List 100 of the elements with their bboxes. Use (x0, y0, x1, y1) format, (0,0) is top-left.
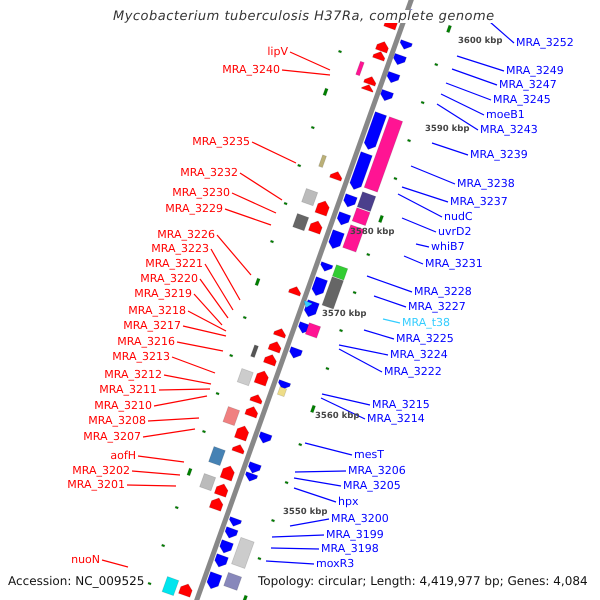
gene-label: MRA_3247 (499, 78, 557, 91)
scale-label: 3550 kbp (283, 506, 328, 519)
leader-line (210, 248, 241, 300)
leader-line (142, 428, 196, 438)
leader-line (204, 264, 234, 310)
leader-line (294, 477, 342, 487)
gene-label: MRA_3220 (140, 272, 198, 285)
gene-label: MRA_3230 (172, 186, 230, 199)
leader-line (436, 104, 478, 130)
gene-label: nuoN (71, 553, 100, 566)
leader-line (338, 344, 388, 356)
gene-label: MRA_3240 (222, 63, 280, 76)
gene-label: MRA_3216 (117, 335, 175, 348)
leader-line (440, 93, 484, 116)
leader-line (446, 82, 492, 101)
gene-label: MRA_3229 (165, 202, 223, 215)
gene-label: mesT (354, 448, 384, 461)
leader-line (200, 278, 228, 318)
gene-label: MRA_3224 (390, 348, 448, 361)
gene-label: MRA_3231 (425, 257, 483, 270)
scale-label: 3570 kbp (322, 308, 366, 321)
leader-line (404, 255, 424, 265)
leader-line (382, 318, 400, 324)
gene-label: MRA_3223 (151, 242, 209, 255)
gene-label: MRA_3212 (104, 368, 162, 381)
leader-line (102, 559, 128, 568)
leader-line (216, 234, 252, 276)
gene-label: MRA_3237 (450, 195, 508, 208)
leader-line (132, 470, 180, 476)
gene-label: MRA_3238 (457, 177, 515, 190)
scale-label: 3590 kbp (425, 123, 470, 136)
gene-label: whiB7 (431, 240, 465, 253)
leader-line (138, 455, 184, 463)
leader-line (290, 51, 330, 71)
leader-line (252, 141, 296, 164)
scale-label: 3560 kbp (315, 410, 360, 423)
gene-label: MRA_3243 (480, 123, 538, 136)
gene-label: MRA_3232 (180, 166, 238, 179)
scale-label: 3600 kbp (458, 35, 502, 48)
gene-label: MRA_3226 (157, 228, 215, 241)
gene-label: MRA_3222 (384, 365, 442, 378)
gene-label: MRA_3198 (321, 542, 379, 555)
info-text: Topology: circular; Length: 4,419,977 bp; Genes: 4,084 (258, 575, 588, 588)
gene-label: MRA_3225 (396, 332, 454, 345)
leader-line (402, 186, 448, 203)
gene-label: MRA_3207 (83, 430, 141, 443)
gene-label: MRA_3201 (67, 478, 125, 491)
gene-label: MRA_3217 (123, 319, 181, 332)
leader-line (240, 172, 282, 200)
gene-label: MRA_3235 (192, 135, 250, 148)
leader-line (320, 397, 366, 420)
leader-line (490, 22, 514, 44)
gene-label: MRA_3213 (112, 350, 170, 363)
leader-line (410, 165, 456, 185)
gene-label: aofH (110, 449, 136, 462)
leader-line (322, 393, 370, 406)
leader-line (266, 560, 314, 565)
gene-label: lipV (267, 45, 288, 58)
leader-line (182, 325, 226, 337)
leader-line (282, 69, 330, 76)
leader-line (194, 294, 222, 326)
gene-label: MRA_3199 (326, 528, 384, 541)
leader-line (188, 310, 226, 332)
leader-line (374, 295, 406, 308)
gene-label: MRA_3215 (372, 398, 430, 411)
gene-label: MRA_3252 (516, 36, 574, 49)
leader-line (452, 68, 498, 86)
leader-line (172, 356, 216, 374)
leader-line (304, 442, 352, 456)
gene-label: MRA_3221 (145, 257, 203, 270)
gene-label: MRA_3219 (134, 287, 192, 300)
leader-line (232, 192, 276, 214)
leader-line (364, 329, 394, 340)
gene-label: MRA_3239 (470, 148, 528, 161)
gene-label: MRA_3218 (128, 304, 186, 317)
gene-label: moxR3 (316, 557, 354, 570)
leader-line (224, 208, 272, 226)
gene-label: uvrD2 (438, 225, 472, 238)
leader-line (456, 55, 504, 72)
gene-label: MRA_3210 (94, 399, 152, 412)
gene-label: MRA_3206 (348, 464, 406, 477)
gene-label: MRA_3228 (414, 285, 472, 298)
info-text: Accession: NC_009525 (8, 575, 144, 588)
leader-line (272, 534, 324, 538)
gene-label: MRA_3211 (99, 383, 157, 396)
leader-line (154, 395, 208, 407)
gene-label: moeB1 (486, 108, 525, 121)
leader-line (294, 470, 346, 473)
gene-label: MRA_3249 (506, 64, 564, 77)
leader-line (126, 484, 176, 487)
gene-label: MRA_3205 (343, 479, 401, 492)
leader-line (158, 388, 210, 391)
leader-line (398, 193, 442, 218)
gene-label: MRA_t38 (402, 316, 450, 329)
leader-line (338, 348, 382, 373)
gene-label: MRA_3200 (331, 512, 389, 525)
leader-line (366, 275, 412, 293)
gene-label: MRA_3227 (408, 300, 466, 313)
leader-line (164, 374, 212, 385)
leader-line (416, 243, 430, 248)
